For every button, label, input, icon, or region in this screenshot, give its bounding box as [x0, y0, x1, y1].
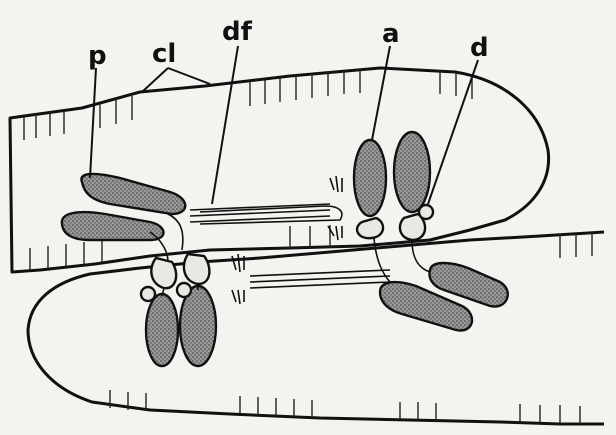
label-cl: cl — [152, 39, 176, 69]
label-p: p — [88, 41, 107, 71]
label-a: a — [382, 19, 400, 49]
spermathecal-pore-upper — [419, 205, 433, 219]
upper-worm-organs — [62, 132, 433, 288]
spermatheca-ampulla-lower-1 — [146, 294, 178, 366]
spermathecal-pore-lower-2 — [177, 283, 191, 297]
labels: p cl df a d — [88, 17, 489, 71]
leader-p — [90, 68, 96, 178]
spermatheca-ampulla-upper-1 — [354, 140, 386, 216]
leader-cl-2 — [168, 68, 210, 84]
deferent-canal-lower — [250, 270, 390, 288]
leader-d — [428, 60, 478, 204]
label-d: d — [470, 33, 489, 63]
leader-a — [372, 46, 390, 140]
leader-df — [212, 46, 238, 204]
spermathecal-diverticulum-lower-1 — [151, 258, 176, 288]
spermathecal-diverticulum-lower-2 — [184, 254, 209, 284]
spermathecal-pore-lower-1 — [141, 287, 155, 301]
prostate-gland-upper-2 — [62, 212, 164, 240]
prostate-gland-upper-1 — [81, 174, 185, 214]
lower-worm-organs — [141, 254, 508, 366]
setae-cluster-lower — [232, 254, 244, 304]
spermathecal-diverticulum-upper-1 — [357, 218, 383, 238]
label-df: df — [222, 17, 253, 47]
spermatheca-ampulla-upper-2 — [394, 132, 430, 212]
